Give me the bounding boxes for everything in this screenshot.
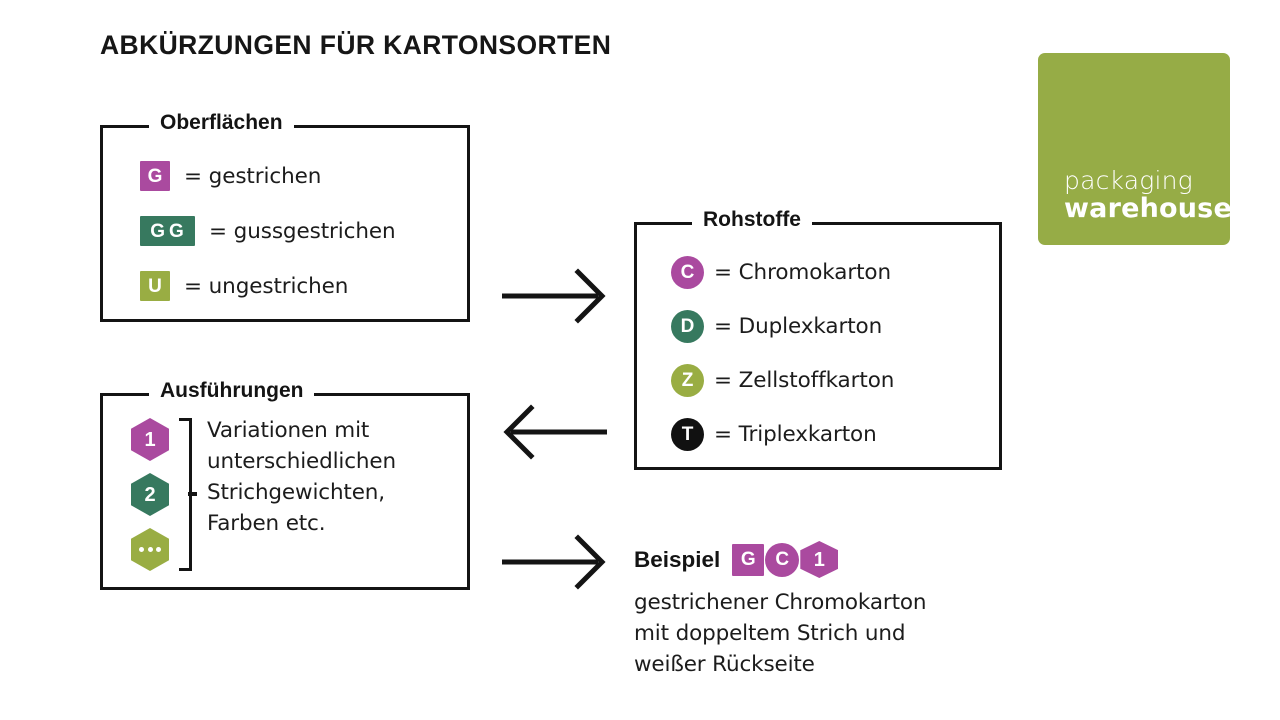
- surfaces-row-list: G = gestrichen GG = gussgestrichen U = u…: [103, 128, 467, 319]
- badge-t-circle: T: [671, 418, 704, 451]
- surfaces-row-gg-text: = gussgestrichen: [209, 218, 396, 244]
- surfaces-row-u: U = ungestrichen: [140, 271, 348, 301]
- materials-row-d-text: = Duplexkarton: [714, 314, 883, 339]
- example-block: Beispiel G C 1 gestrichener Chromokarton…: [634, 541, 1054, 680]
- materials-row-list: C = Chromokarton D = Duplexkarton Z = Ze…: [637, 225, 999, 467]
- surfaces-row-u-text: = ungestrichen: [184, 273, 349, 299]
- example-lead-label: Beispiel: [634, 546, 721, 572]
- materials-box-label: Rohstoffe: [692, 209, 812, 230]
- surfaces-box: Oberflächen G = gestrichen GG = gussgest…: [100, 112, 470, 322]
- variants-content: 1 2 Variationen mit unterschiedlichen St…: [103, 396, 467, 587]
- example-heading: Beispiel G C 1: [634, 541, 1054, 578]
- badge-1-hexagon: 1: [131, 418, 169, 461]
- brand-logo: packaging warehouse: [1038, 53, 1232, 245]
- surfaces-row-g-text: = gestrichen: [184, 163, 322, 189]
- example-description: gestrichener Chromokarton mit doppeltem …: [634, 590, 927, 677]
- brand-logo-line-1: packaging: [1064, 166, 1193, 196]
- badge-more-hexagon: [131, 528, 169, 571]
- badge-d-circle: D: [671, 310, 704, 343]
- materials-row-d: D = Duplexkarton: [671, 310, 882, 343]
- badge-gg-square: GG: [140, 216, 195, 246]
- example-badge-1-hexagon: 1: [800, 541, 839, 578]
- surfaces-row-g: G = gestrichen: [140, 161, 321, 191]
- arrow-materials-to-variants: [502, 404, 607, 460]
- materials-row-c: C = Chromokarton: [671, 256, 891, 289]
- materials-row-t-text: = Triplexkarton: [714, 422, 877, 447]
- variants-bracket-tick: [188, 492, 197, 496]
- surfaces-row-gg: GG = gussgestrichen: [140, 216, 396, 246]
- materials-row-z-text: = Zellstoffkarton: [714, 368, 895, 393]
- materials-row-z: Z = Zellstoffkarton: [671, 364, 894, 397]
- arrow-surfaces-to-materials: [502, 268, 607, 324]
- brand-logo-line-2: warehouse: [1064, 192, 1232, 224]
- variants-box: Ausführungen 1 2 Variationen mit untersc…: [100, 380, 470, 590]
- ellipsis-icon: [139, 547, 161, 552]
- surfaces-box-label: Oberflächen: [149, 112, 294, 133]
- arrow-variants-to-example: [502, 534, 607, 590]
- badge-c-circle: C: [671, 256, 704, 289]
- variants-box-label: Ausführungen: [149, 380, 315, 401]
- badge-g-square: G: [140, 161, 170, 191]
- badge-u-square: U: [140, 271, 170, 301]
- badge-2-hexagon: 2: [131, 473, 169, 516]
- materials-row-t: T = Triplexkarton: [671, 418, 877, 451]
- materials-box: Rohstoffe C = Chromokarton D = Duplexkar…: [634, 209, 1002, 470]
- page-title: ABKÜRZUNGEN FÜR KARTONSORTEN: [100, 30, 612, 60]
- materials-row-c-text: = Chromokarton: [714, 260, 892, 285]
- example-badge-g-square: G: [732, 543, 765, 576]
- variants-description: Variationen mit unterschiedlichen Strich…: [207, 418, 396, 536]
- example-badge-c-circle: C: [765, 542, 800, 577]
- badge-z-circle: Z: [671, 364, 704, 397]
